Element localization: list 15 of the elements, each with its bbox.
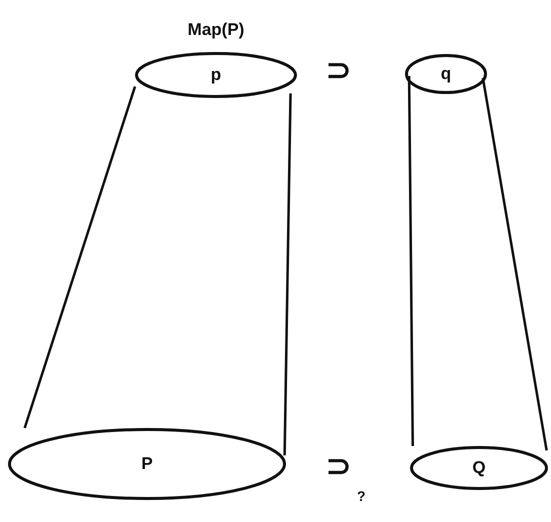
question-mark: ? [357,488,366,504]
connector-line [283,93,292,456]
blob-region [8,428,286,500]
connector-line [482,78,548,451]
region-label: Q [472,458,486,478]
superset-symbol: ⊃ [326,449,351,484]
region-title: Map(P) [188,20,244,40]
region-label: q [440,64,452,84]
region-label: P [141,454,153,474]
region-label: p [210,65,222,85]
blob-region [410,446,548,490]
connector-line [408,76,414,446]
superset-symbol: ⊃ [326,53,351,88]
connector-line [24,86,136,428]
blob-region [405,54,487,94]
